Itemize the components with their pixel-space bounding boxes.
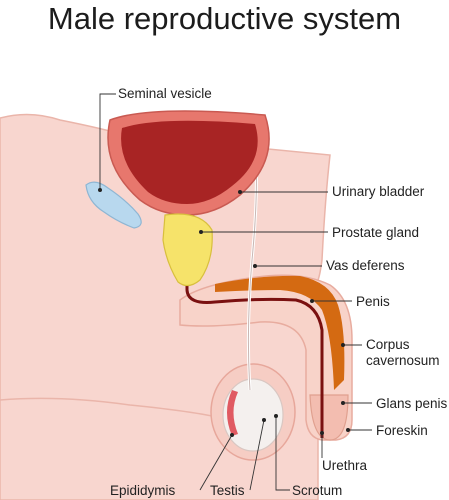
- leader-lines: [98, 93, 372, 491]
- seminal-vesicle: [85, 181, 142, 229]
- epididymis: [227, 390, 238, 436]
- label-seminal-vesicle: Seminal vesicle: [118, 86, 212, 101]
- label-glans-penis: Glans penis: [376, 396, 448, 411]
- label-corpus-cavernosum-line1: Corpus: [366, 337, 410, 352]
- label-scrotum: Scrotum: [292, 483, 342, 498]
- corpus-cavernosum: [215, 275, 345, 390]
- label-epididymis: Epididymis: [110, 483, 176, 498]
- body-contour: [0, 397, 231, 421]
- urethra: [185, 210, 324, 438]
- penis: [179, 274, 353, 441]
- label-penis: Penis: [356, 294, 390, 309]
- label-urinary-bladder: Urinary bladder: [332, 184, 425, 199]
- glans-penis: [309, 394, 349, 441]
- label-corpus-cavernosum-line2: cavernosum: [366, 353, 440, 368]
- label-testis: Testis: [210, 483, 245, 498]
- testis: [222, 378, 284, 452]
- label-urethra: Urethra: [322, 458, 368, 473]
- bladder-interior: [121, 120, 258, 204]
- label-foreskin: Foreskin: [376, 423, 428, 438]
- label-vas-deferens: Vas deferens: [326, 258, 405, 273]
- label-prostate-gland: Prostate gland: [332, 225, 419, 240]
- diagram-title: Male reproductive system: [47, 1, 402, 36]
